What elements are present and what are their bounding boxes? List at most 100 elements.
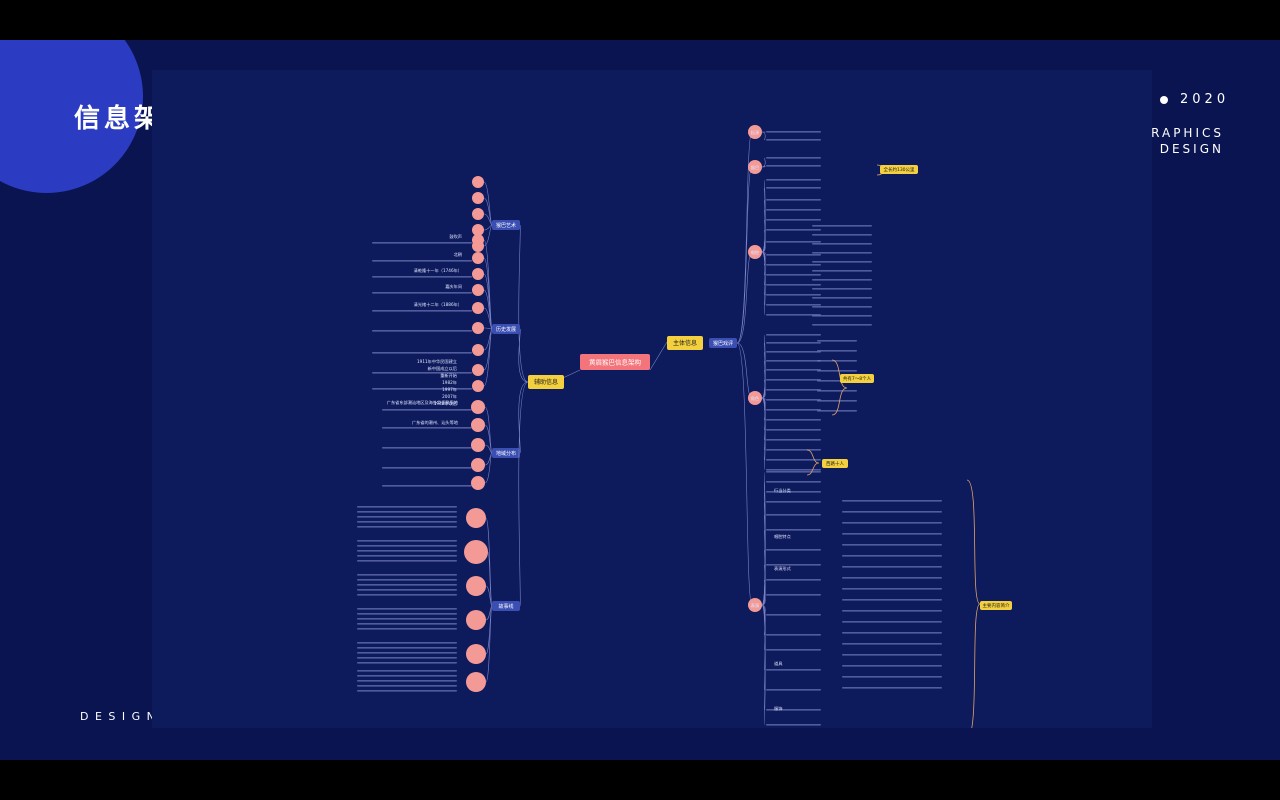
history-sub-label: 1982年	[442, 379, 457, 386]
right-main-node-label: 主体信息	[673, 339, 697, 347]
pipe-leaf-text	[766, 165, 821, 167]
region-link	[484, 452, 493, 466]
story-text-line	[357, 618, 457, 620]
callout-members	[840, 374, 874, 383]
history-text-line	[372, 372, 472, 374]
singing-detail-text	[812, 315, 872, 317]
region-item-label: 广东省东部潮汕地区及海外华侨聚集地	[387, 399, 459, 406]
right-section-label: 行当分类	[774, 487, 792, 494]
art-circle	[472, 208, 484, 220]
callout-summary	[980, 601, 1012, 610]
performance-leaf-text	[766, 614, 821, 616]
story-circle	[466, 672, 486, 692]
region-circle	[471, 400, 485, 414]
singing-leaf-text	[766, 284, 821, 286]
singing-leaf-text	[766, 229, 821, 231]
singing-leaf-text	[766, 209, 821, 211]
performance-leaf-text	[766, 501, 821, 503]
history-link	[483, 328, 493, 351]
performance-detail-text	[842, 676, 942, 678]
story-text-line	[357, 560, 457, 562]
singing-leaf-text	[766, 274, 821, 276]
role-leaf-text	[766, 389, 821, 391]
region-circle	[471, 418, 485, 432]
group-origin-circle	[748, 125, 762, 139]
origin-leaf-text	[766, 131, 821, 133]
group-role-circle	[748, 391, 762, 405]
region-text-line	[382, 447, 472, 449]
region-link	[484, 406, 493, 454]
singing-detail-text	[812, 297, 872, 299]
singing-detail-text	[812, 306, 872, 308]
mindmap-canvas: 黄眉猴巴信息架构辅助信息主体信息猴巴戏评猴巴艺术历史发展地域分布故事线鼓吹声北朝…	[357, 125, 1012, 728]
story-circle	[466, 576, 486, 596]
history-text-line	[372, 260, 472, 262]
left-branch-link	[518, 328, 529, 383]
region-circle	[471, 438, 485, 452]
singing-leaf-text	[766, 187, 821, 189]
role-detail-text	[817, 390, 857, 392]
performance-detail-text	[842, 555, 942, 557]
region-link	[484, 452, 493, 484]
role-bracket	[831, 359, 848, 416]
performance-detail-text	[842, 610, 942, 612]
pipe-leaf-text	[766, 157, 821, 159]
role-leaf-text	[766, 351, 821, 353]
role-leaf-text	[766, 334, 821, 336]
art-circle	[472, 224, 484, 236]
right-group-label: 起源	[751, 129, 760, 136]
story-text-line	[357, 555, 457, 557]
group-singing-circle	[748, 245, 762, 259]
region-item-label: 广东省的潮州、汕头等地	[412, 419, 459, 426]
performance-leaf-text	[766, 724, 821, 726]
group-pipe-circle	[748, 160, 762, 174]
history-item-label: 清光绪十二年（1886年）	[414, 301, 462, 308]
role-leaf-text	[766, 439, 821, 441]
story-text-line	[357, 685, 457, 687]
history-link	[483, 289, 493, 330]
story-circle	[466, 644, 486, 664]
history-sub-label: 重新开始	[440, 372, 458, 379]
history-item-label: 鼓吹声	[449, 233, 462, 240]
story-text-line	[357, 647, 457, 649]
story-text-line	[357, 545, 457, 547]
branch-story-node-label: 故事线	[498, 603, 513, 610]
bullet-dot-icon	[1160, 95, 1168, 104]
role-leaf-text	[766, 419, 821, 421]
role-detail-text	[817, 340, 857, 342]
role-detail-text	[817, 350, 857, 352]
callout-length-label: 全长约130公里	[883, 166, 915, 173]
origin-leaf-text	[766, 139, 821, 141]
singing-leaf-text	[766, 264, 821, 266]
story-text-line	[357, 506, 457, 508]
history-link	[483, 307, 493, 330]
role-leaf-link	[761, 379, 766, 399]
performance-detail-text	[842, 566, 942, 568]
story-text-line	[357, 690, 457, 692]
story-text-line	[357, 521, 457, 523]
pipe-leaf-link	[761, 165, 766, 168]
left-branch-link	[518, 381, 529, 454]
story-circle	[464, 540, 488, 564]
story-text-line	[357, 579, 457, 581]
history-sub-label: 2007年	[442, 393, 457, 400]
callout-members-label: 共有7～8个人	[843, 375, 872, 382]
root-node-label: 黄眉猴巴信息架构	[589, 357, 642, 366]
story-text-line	[357, 613, 457, 615]
history-item-label: 清乾隆十一年（1746年）	[414, 267, 462, 274]
history-text-line	[372, 292, 472, 294]
performance-leaf-text	[766, 549, 821, 551]
story-text-line	[357, 608, 457, 610]
performance-leaf-text	[766, 649, 821, 651]
performance-detail-text	[842, 533, 942, 535]
callout-team-label: 西路十人	[826, 460, 844, 467]
singing-leaf-text	[766, 179, 821, 181]
story-link	[485, 605, 493, 621]
role-leaf-text	[766, 469, 821, 471]
story-link	[485, 585, 493, 607]
story-text-line	[357, 652, 457, 654]
history-item-label: 嘉庆年间	[445, 283, 462, 290]
callout-team	[822, 459, 848, 468]
history-sub-label: 1948年以后	[434, 400, 457, 407]
subtitle-line-2: DESIGN	[1159, 142, 1224, 156]
